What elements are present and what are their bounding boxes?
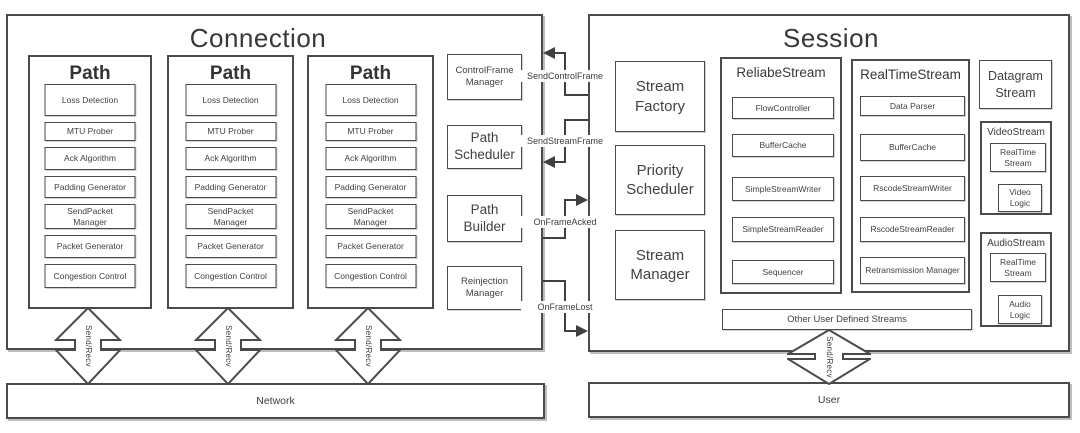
simplestreamreader-module: SimpleStreamReader bbox=[732, 217, 834, 242]
sendpacket-manager-module: SendPacket Manager bbox=[44, 204, 136, 229]
congestion-control-module: Congestion Control bbox=[44, 264, 136, 288]
connection-box: Connection Path Loss Detection MTU Probe… bbox=[6, 14, 543, 350]
path-box-3: Path Loss Detection MTU Prober Ack Algor… bbox=[307, 55, 434, 309]
on-frame-lost-label: OnFrameLost bbox=[521, 301, 609, 313]
send-recv-arrow-path3 bbox=[334, 307, 402, 385]
padding-generator-module: Padding Generator bbox=[185, 176, 276, 198]
realtime-stream-title: RealTimeStream bbox=[860, 67, 961, 82]
send-stream-frame-label: SendStreamFrame bbox=[521, 135, 609, 147]
path-title: Path bbox=[349, 63, 392, 84]
stream-manager-box: Stream Manager bbox=[615, 230, 705, 300]
packet-generator-module: Packet Generator bbox=[44, 235, 136, 258]
send-recv-label: Send/Recv bbox=[224, 325, 233, 367]
padding-generator-module: Padding Generator bbox=[44, 176, 136, 198]
audio-stream-box: AudioStream RealTime Stream Audio Logic bbox=[980, 232, 1052, 327]
loss-detection-module: Loss Detection bbox=[325, 84, 416, 116]
audio-logic-module: Audio Logic bbox=[998, 295, 1042, 324]
left-arrowhead-icon bbox=[543, 156, 555, 168]
sequencer-module: Sequencer bbox=[732, 260, 834, 284]
packet-generator-module: Packet Generator bbox=[325, 235, 416, 258]
send-recv-label: Send/Recv bbox=[84, 325, 93, 367]
network-bar: Network bbox=[6, 383, 545, 419]
loss-detection-module: Loss Detection bbox=[44, 84, 136, 116]
audio-stream-title: AudioStream bbox=[987, 238, 1045, 249]
retransmission-manager-module: Retransmission Manager bbox=[860, 257, 965, 284]
mtu-prober-module: MTU Prober bbox=[44, 122, 136, 141]
stream-factory-box: Stream Factory bbox=[615, 61, 705, 132]
path-modules: Loss Detection MTU Prober Ack Algorithm … bbox=[325, 84, 416, 288]
ack-algorithm-module: Ack Algorithm bbox=[185, 147, 276, 170]
realtime-stream-module: RealTime Stream bbox=[990, 253, 1046, 282]
send-recv-label: Send/Recv bbox=[364, 325, 373, 367]
path-scheduler-box: Path Scheduler bbox=[447, 125, 522, 169]
realtime-stream-module: RealTime Stream bbox=[990, 143, 1046, 172]
on-frame-acked-label: OnFrameAcked bbox=[521, 216, 609, 228]
mtu-prober-module: MTU Prober bbox=[325, 122, 416, 141]
send-recv-arrow-session bbox=[787, 329, 871, 385]
path-builder-box: Path Builder bbox=[447, 195, 522, 242]
reliable-stream-title: ReliabeStream bbox=[736, 65, 826, 80]
mtu-prober-module: MTU Prober bbox=[185, 122, 276, 141]
session-title: Session bbox=[783, 23, 879, 53]
realtime-stream-box: RealTimeStream Data Parser BufferCache R… bbox=[851, 59, 970, 293]
connection-title: Connection bbox=[189, 23, 327, 53]
reliable-stream-box: ReliabeStream FlowController BufferCache… bbox=[720, 57, 842, 294]
other-user-defined-streams-bar: Other User Defined Streams bbox=[722, 309, 972, 330]
data-parser-module: Data Parser bbox=[860, 96, 965, 116]
buffercache-module: BufferCache bbox=[860, 134, 965, 161]
path-box-1: Path Loss Detection MTU Prober Ack Algor… bbox=[28, 55, 152, 309]
priority-scheduler-box: Priority Scheduler bbox=[615, 145, 705, 215]
reinjection-manager-box: Reinjection Manager bbox=[447, 266, 522, 310]
send-control-frame-label: SendControlFrame bbox=[521, 70, 609, 82]
datagram-stream-box: Datagram Stream bbox=[979, 60, 1052, 109]
user-bar: User bbox=[588, 382, 1070, 418]
simplestreamwriter-module: SimpleStreamWriter bbox=[732, 177, 834, 201]
path-modules: Loss Detection MTU Prober Ack Algorithm … bbox=[44, 84, 136, 288]
video-stream-box: VideoStream RealTime Stream Video Logic bbox=[980, 121, 1052, 215]
congestion-control-module: Congestion Control bbox=[325, 264, 416, 288]
path-box-2: Path Loss Detection MTU Prober Ack Algor… bbox=[167, 55, 294, 309]
controlframe-manager-box: ControlFrame Manager bbox=[447, 54, 522, 100]
congestion-control-module: Congestion Control bbox=[185, 264, 276, 288]
packet-generator-module: Packet Generator bbox=[185, 235, 276, 258]
sendpacket-manager-module: SendPacket Manager bbox=[325, 204, 416, 229]
send-recv-label: Send/Recv bbox=[825, 336, 834, 378]
padding-generator-module: Padding Generator bbox=[325, 176, 416, 198]
sendpacket-manager-module: SendPacket Manager bbox=[185, 204, 276, 229]
ack-algorithm-module: Ack Algorithm bbox=[325, 147, 416, 170]
rscodestreamwriter-module: RscodeStreamWriter bbox=[860, 176, 965, 201]
rscodestreamreader-module: RscodeStreamReader bbox=[860, 217, 965, 242]
user-label: User bbox=[817, 394, 841, 406]
path-title: Path bbox=[69, 63, 111, 84]
path-title: Path bbox=[209, 63, 252, 84]
video-stream-title: VideoStream bbox=[987, 127, 1045, 138]
buffercache-module: BufferCache bbox=[732, 134, 834, 157]
ack-algorithm-module: Ack Algorithm bbox=[44, 147, 136, 170]
send-recv-arrow-path1 bbox=[54, 307, 122, 385]
left-arrowhead-icon bbox=[543, 47, 555, 59]
interface-arrows bbox=[543, 47, 588, 337]
flowcontroller-module: FlowController bbox=[732, 97, 834, 119]
video-logic-module: Video Logic bbox=[998, 184, 1042, 212]
right-arrowhead-icon bbox=[576, 325, 588, 337]
network-label: Network bbox=[256, 395, 295, 407]
send-recv-arrow-path2 bbox=[194, 307, 262, 385]
right-arrowhead-icon bbox=[576, 194, 588, 206]
session-box: Session Stream Factory Priority Schedule… bbox=[588, 14, 1070, 352]
path-modules: Loss Detection MTU Prober Ack Algorithm … bbox=[185, 84, 276, 288]
loss-detection-module: Loss Detection bbox=[185, 84, 276, 116]
